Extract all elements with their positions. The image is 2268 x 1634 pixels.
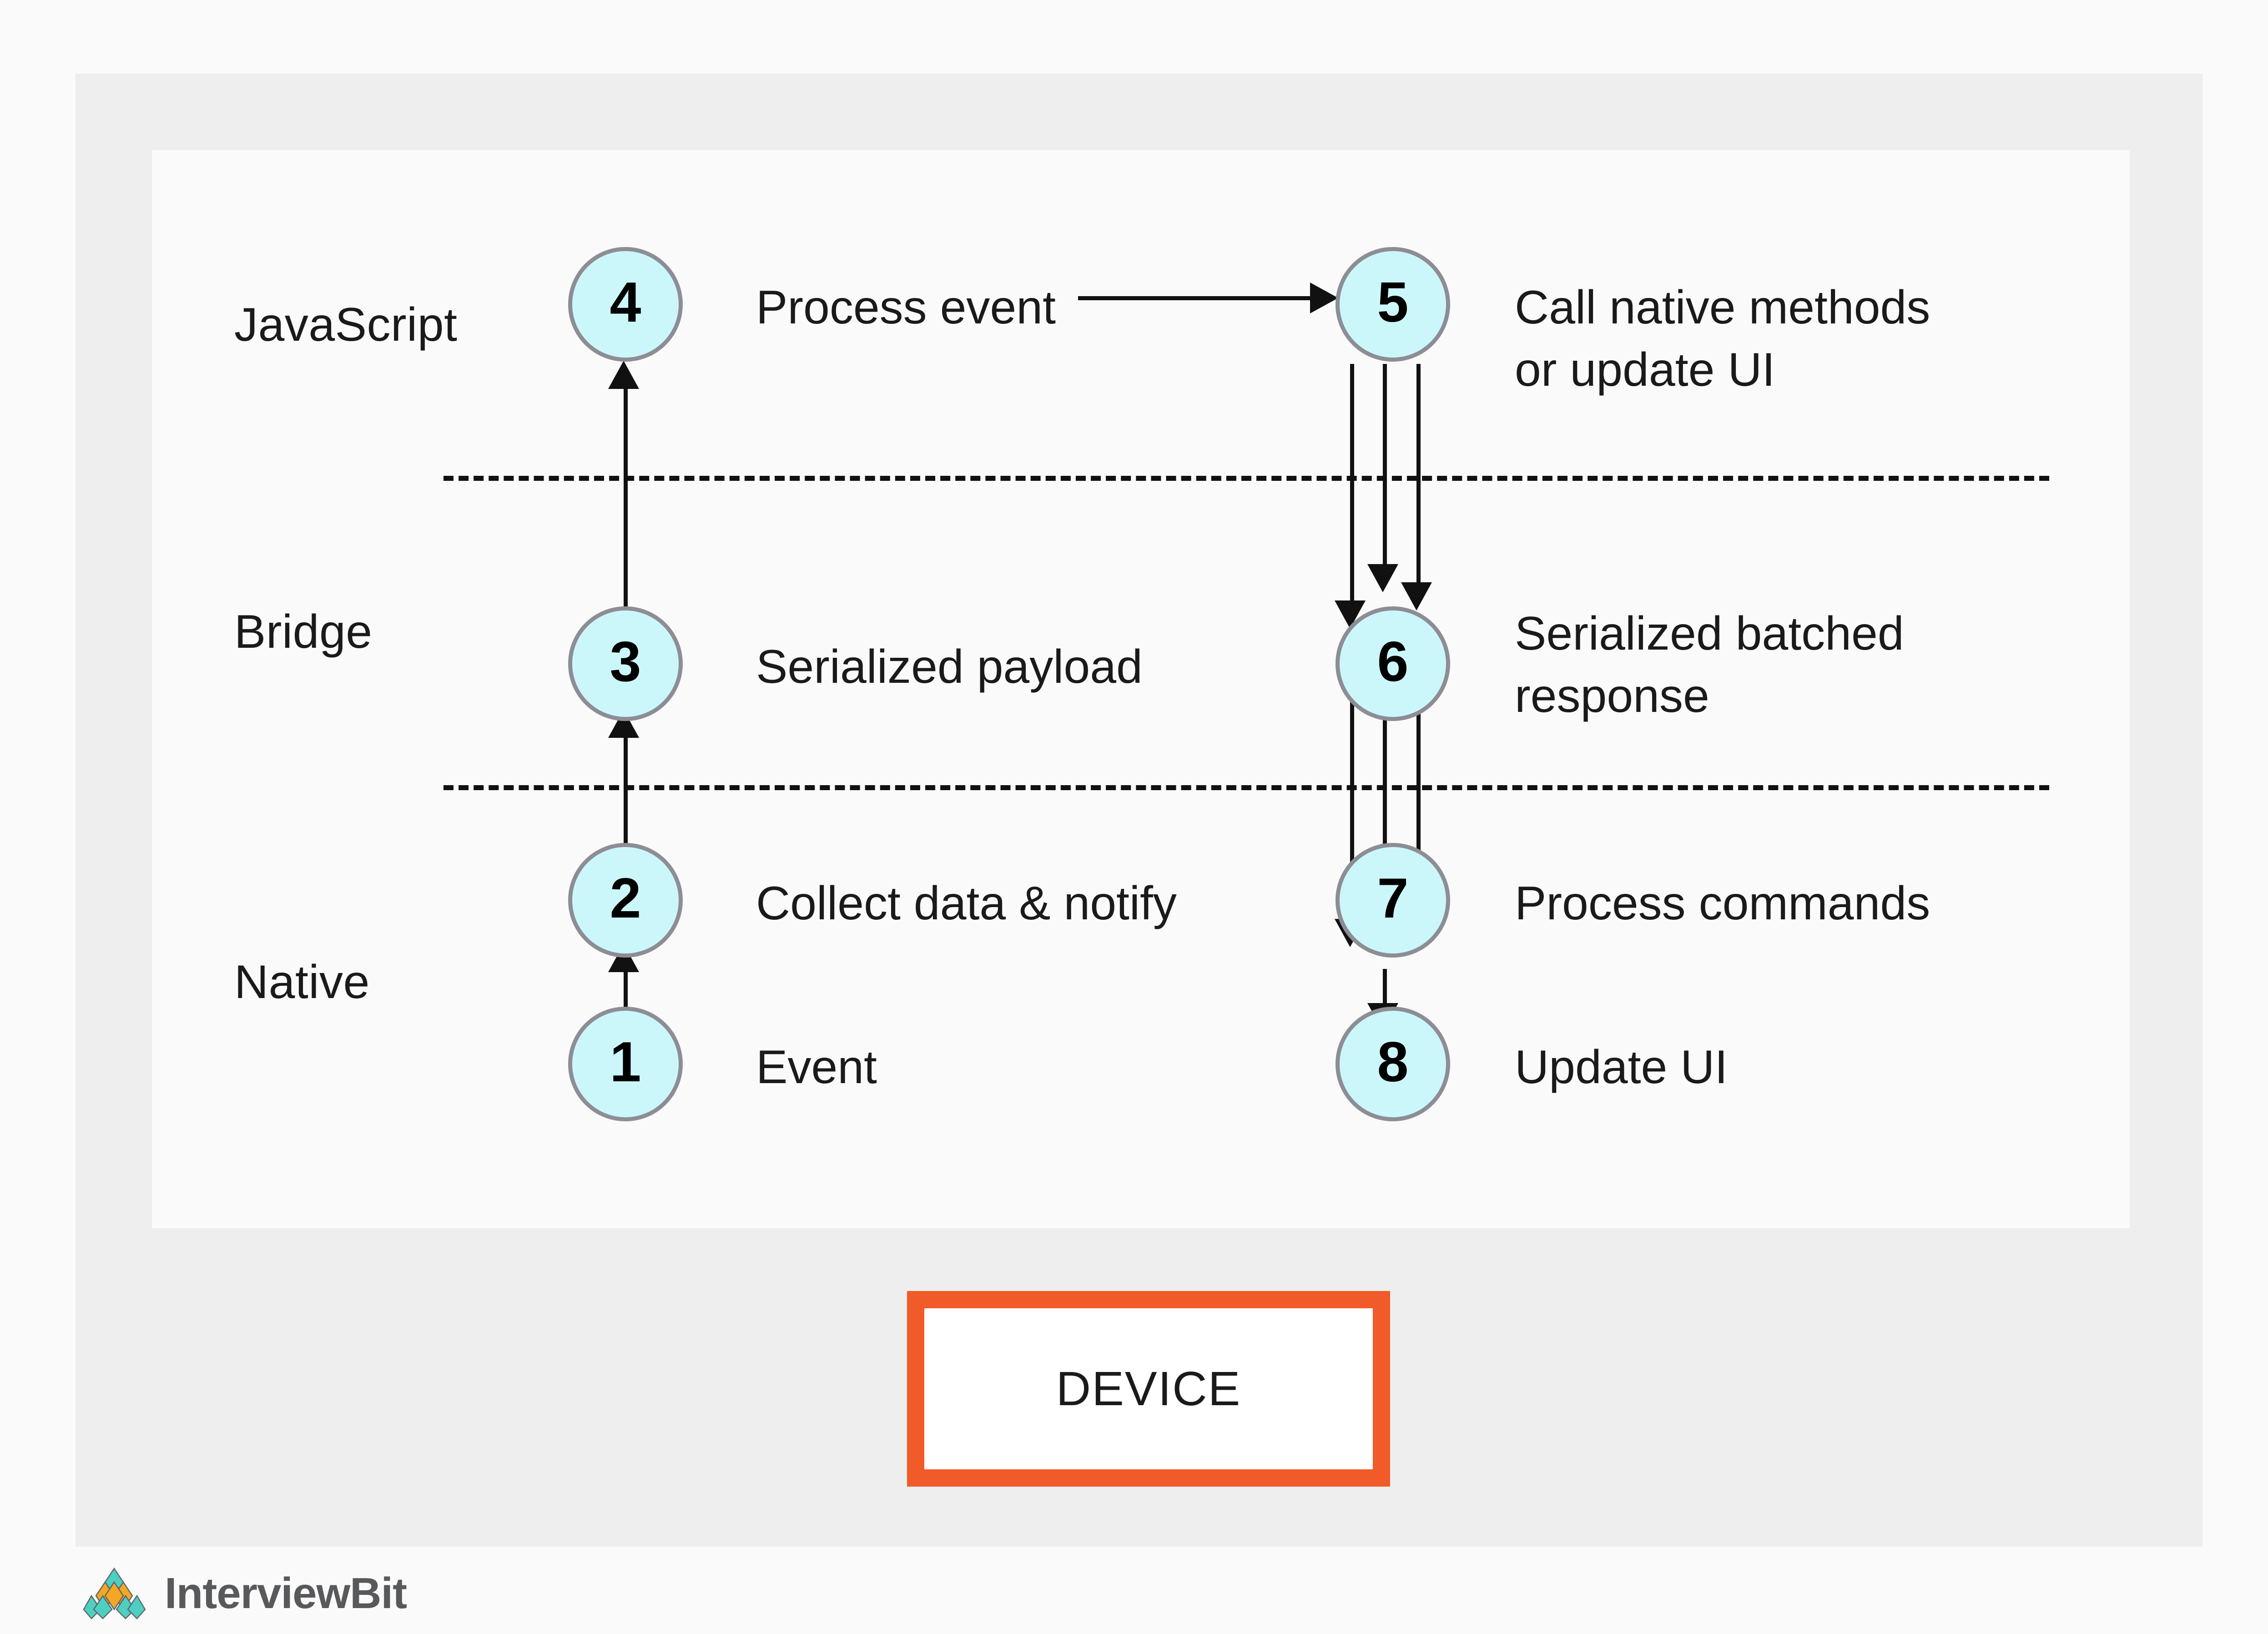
- node-6-text: Serialized batched response: [1515, 607, 1904, 723]
- connector-1-to-2: [624, 969, 628, 1010]
- divider-bridge-native: [444, 785, 2049, 790]
- node-2-text: Collect data & notify: [756, 877, 1177, 930]
- arrowhead-5-to-6-c: [1401, 582, 1432, 610]
- brand-footer: InterviewBit: [80, 1565, 407, 1622]
- node-1-text: Event: [756, 1041, 877, 1094]
- node-3[interactable]: 3: [568, 606, 683, 721]
- node-2-number: 2: [610, 867, 641, 930]
- node-6[interactable]: 6: [1336, 606, 1450, 721]
- node-8-text: Update UI: [1515, 1041, 1728, 1094]
- node-4-number: 4: [610, 271, 641, 334]
- arrowhead-3-to-4: [608, 361, 639, 389]
- lane-label-bridge: Bridge: [234, 605, 373, 658]
- node-3-text: Serialized payload: [756, 640, 1143, 693]
- connector-6-to-7-b: [1383, 691, 1387, 885]
- connector-6-to-7-a: [1350, 691, 1354, 919]
- node-7-text: Process commands: [1515, 877, 1930, 930]
- node-7-number: 7: [1377, 867, 1409, 930]
- brand-name: InterviewBit: [165, 1568, 407, 1618]
- divider-js-bridge: [444, 476, 2049, 481]
- node-8-number: 8: [1377, 1031, 1409, 1094]
- device-box: DEVICE: [907, 1291, 1390, 1487]
- node-3-number: 3: [610, 630, 641, 693]
- interviewbit-logo-icon: [80, 1565, 148, 1622]
- node-2[interactable]: 2: [568, 843, 683, 958]
- connector-2-to-3: [624, 737, 628, 883]
- node-8[interactable]: 8: [1336, 1007, 1450, 1121]
- connector-7-to-8: [1383, 969, 1387, 1010]
- connector-5-to-6-a: [1350, 364, 1354, 600]
- node-6-number: 6: [1377, 630, 1409, 693]
- connector-6-to-7-c: [1416, 691, 1421, 902]
- node-1-number: 1: [610, 1031, 641, 1094]
- node-5[interactable]: 5: [1336, 247, 1450, 362]
- node-1[interactable]: 1: [568, 1007, 683, 1121]
- diagram-panel: [152, 150, 2130, 1228]
- lane-label-javascript: JavaScript: [234, 298, 458, 351]
- node-4[interactable]: 4: [568, 247, 683, 362]
- node-4-text: Process event: [756, 281, 1056, 334]
- connector-5-to-6-c: [1416, 364, 1421, 582]
- node-5-text: Call native methods or update UI: [1515, 281, 1930, 397]
- connector-5-to-6-b: [1383, 364, 1387, 564]
- node-5-number: 5: [1377, 271, 1409, 334]
- device-label: DEVICE: [1056, 1362, 1241, 1416]
- lane-label-native: Native: [234, 956, 370, 1009]
- connector-3-to-4: [624, 387, 628, 632]
- arrowhead-5-to-6-b: [1367, 564, 1398, 592]
- node-7[interactable]: 7: [1336, 843, 1450, 958]
- arrowhead-4-to-5: [1310, 282, 1338, 313]
- connector-4-to-5: [1078, 296, 1315, 300]
